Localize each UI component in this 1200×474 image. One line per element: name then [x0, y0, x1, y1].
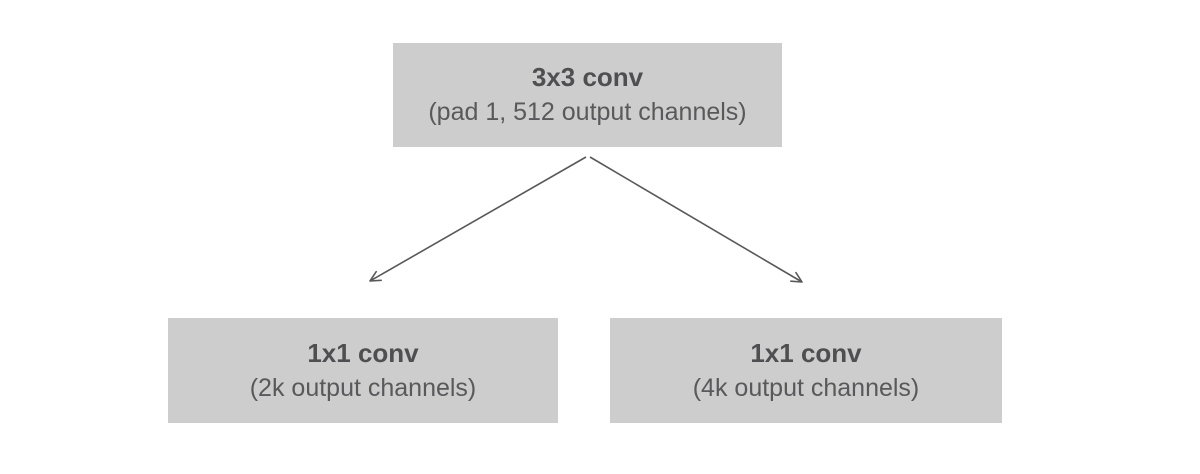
node-subtitle: (2k output channels)	[249, 373, 477, 402]
node-conv-1x1-left: 1x1 conv (2k output channels)	[168, 318, 558, 423]
arrow-to-left-conv	[369, 156, 587, 282]
node-subtitle: (pad 1, 512 output channels)	[428, 98, 747, 127]
node-subtitle: (4k output channels)	[692, 373, 920, 402]
node-title: 1x1 conv	[307, 337, 419, 368]
arrow-to-right-conv	[589, 156, 803, 283]
node-conv-3x3: 3x3 conv (pad 1, 512 output channels)	[393, 43, 782, 147]
node-title: 1x1 conv	[750, 337, 862, 368]
node-conv-1x1-right: 1x1 conv (4k output channels)	[610, 318, 1002, 423]
node-title: 3x3 conv	[531, 62, 644, 93]
